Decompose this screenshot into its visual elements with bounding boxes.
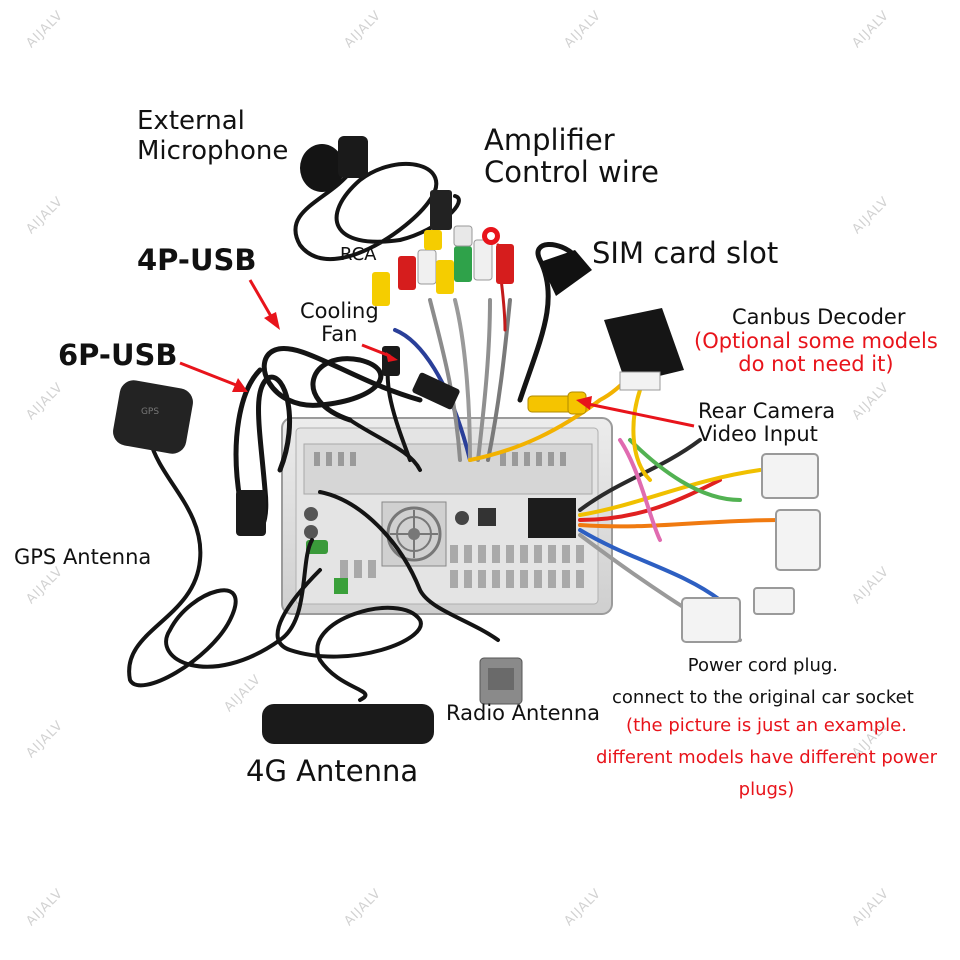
radio-antenna-plug-icon <box>479 657 523 705</box>
gps-antenna-icon: GPS <box>113 380 193 454</box>
label-4g-antenna: 4G Antenna <box>246 754 419 788</box>
label-cooling-fan: Cooling Fan <box>300 299 379 346</box>
amplifier-wire-marker <box>482 227 500 245</box>
canbus-decoder-icon <box>604 308 684 391</box>
head-unit-back-panel <box>281 417 613 615</box>
rear-camera-connector-icon <box>527 391 587 415</box>
pointer-arrows <box>179 279 695 428</box>
label-4p-usb: 4P-USB <box>137 243 257 277</box>
power-plug-icon <box>681 453 821 643</box>
label-external-microphone: External Microphone <box>137 106 289 166</box>
label-power-note: (the picture is just an example. differe… <box>596 715 938 800</box>
usb-plug-icon <box>236 490 266 536</box>
svg-text:GPS: GPS <box>141 407 159 417</box>
sim-slot-icon <box>540 250 592 296</box>
label-rca: RCA <box>340 244 377 265</box>
power-harness <box>578 388 782 642</box>
label-sim-card-slot: SIM card slot <box>592 236 779 270</box>
microphone-icon <box>300 136 452 230</box>
label-rear-camera: Rear Camera Video Input <box>698 399 836 446</box>
4g-antenna-icon <box>262 704 434 744</box>
label-power-cord: Power cord plug. connect to the original… <box>612 655 914 708</box>
rca-connectors-icon <box>372 225 514 306</box>
label-canbus-decoder: Canbus Decoder <box>732 305 906 329</box>
arrow-heads <box>232 312 592 410</box>
label-6p-usb: 6P-USB <box>58 338 178 372</box>
label-gps-antenna: GPS Antenna <box>14 545 152 569</box>
label-canbus-note: (Optional some models do not need it) <box>694 329 938 376</box>
label-radio-antenna: Radio Antenna <box>446 701 601 725</box>
usb-plug-icon <box>412 372 460 410</box>
label-amplifier-control-wire: Amplifier Control wire <box>484 123 659 189</box>
